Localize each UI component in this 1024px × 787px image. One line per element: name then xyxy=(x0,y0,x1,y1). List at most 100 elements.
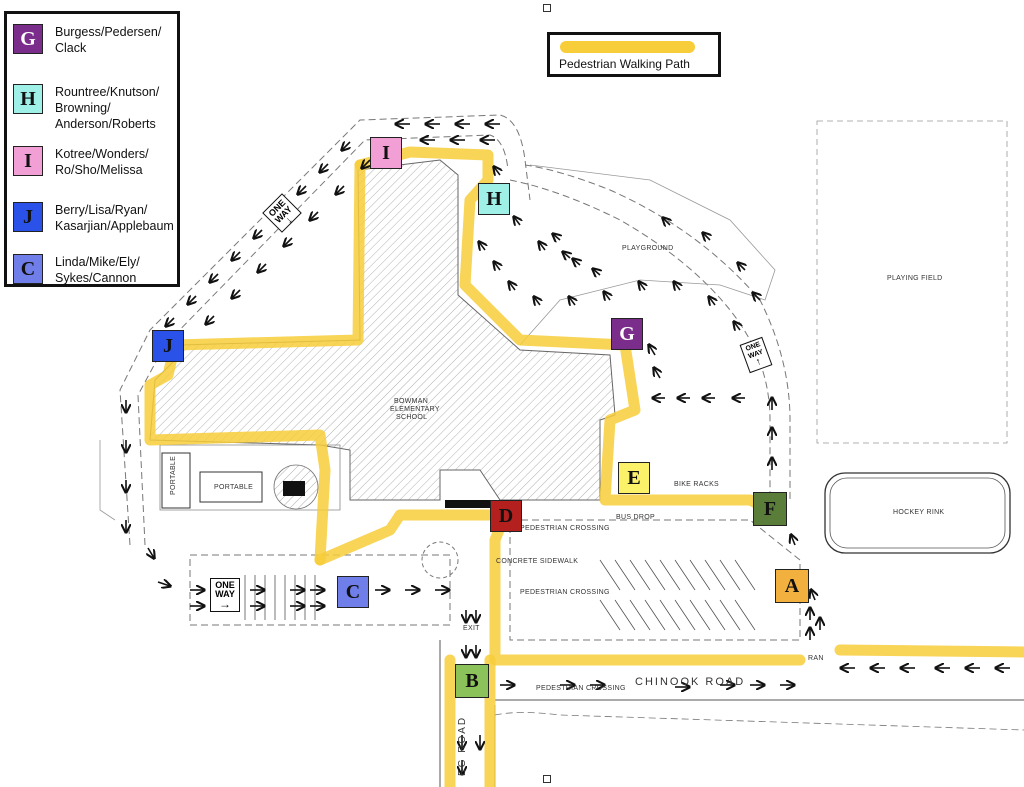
marker-c: C xyxy=(337,576,369,608)
legend-swatch-i: I xyxy=(13,146,43,176)
pedestrian-crossing-road-label: PEDESTRIAN CROSSING xyxy=(536,685,626,692)
direction-arrow xyxy=(604,292,610,300)
direction-arrow xyxy=(514,217,520,225)
path-legend-label: Pedestrian Walking Path xyxy=(559,57,690,71)
bike-racks-label: BIKE RACKS xyxy=(674,481,720,488)
direction-arrow xyxy=(336,186,344,194)
east-parking-lot xyxy=(509,519,801,641)
direction-arrow xyxy=(310,212,318,220)
direction-arrow xyxy=(734,322,740,330)
hockey-rink-label: HOCKEY RINK xyxy=(893,509,945,516)
direction-arrow xyxy=(258,264,266,272)
school-label-1: BOWMAN xyxy=(394,398,429,405)
one-way-sign-lot: ONE WAY → xyxy=(210,578,240,612)
direction-arrow xyxy=(674,282,680,290)
direction-arrow xyxy=(791,535,795,546)
pedestrian-crossing-upper-label: PEDESTRIAN CROSSING xyxy=(520,525,610,532)
entrance-label: RAN xyxy=(808,655,824,662)
direction-arrow xyxy=(703,233,710,240)
hockey-rink-boundary xyxy=(824,472,1011,554)
west-loop-road xyxy=(119,114,531,546)
page-anchor-top xyxy=(543,4,551,12)
direction-arrow xyxy=(166,318,174,326)
legend-label-j: Berry/Lisa/Ryan/ Kasarjian/Applebaum xyxy=(55,203,174,233)
marker-d: D xyxy=(490,500,522,532)
direction-arrow xyxy=(639,282,645,290)
traffic-arrows xyxy=(126,124,1010,774)
direction-arrow xyxy=(284,238,292,246)
playground-boundary xyxy=(519,164,776,346)
portable-horizontal xyxy=(199,471,263,503)
portable-horizontal-label: PORTABLE xyxy=(214,484,254,491)
direction-arrow xyxy=(569,297,575,305)
marker-i: I xyxy=(370,137,402,169)
direction-arrow xyxy=(494,262,500,270)
playing-field-boundary xyxy=(816,120,1008,444)
legend-label-i: Kotree/Wonders/ Ro/Sho/Melissa xyxy=(55,147,149,177)
direction-arrow xyxy=(509,282,515,290)
direction-arrow xyxy=(663,218,670,225)
vertical-road-label: EG ROAD xyxy=(457,715,468,776)
legend-item-c: C Linda/Mike/Ely/ Sykes/Cannon xyxy=(13,254,173,286)
page-anchor-bottom xyxy=(543,775,551,783)
direction-arrow xyxy=(206,316,214,324)
direction-arrow xyxy=(738,263,745,270)
legend-item-j: J Berry/Lisa/Ryan/ Kasarjian/Applebaum xyxy=(13,202,174,234)
exit-label: EXIT xyxy=(463,625,480,632)
direction-arrow xyxy=(573,259,580,265)
legend-label-h: Rountree/Knutson/ Browning/ Anderson/Rob… xyxy=(55,85,160,131)
marker-f: F xyxy=(753,492,787,526)
marker-a: A xyxy=(775,569,809,603)
direction-arrow xyxy=(362,160,370,168)
playground-label: PLAYGROUND xyxy=(622,245,674,252)
pedestrian-crossing-lower-label: PEDESTRIAN CROSSING xyxy=(520,589,610,596)
direction-arrow xyxy=(188,296,196,304)
marker-b: B xyxy=(455,664,489,698)
direction-arrow xyxy=(148,547,154,558)
direction-arrow xyxy=(539,242,545,250)
direction-arrow xyxy=(157,582,170,586)
direction-arrow xyxy=(254,230,262,238)
direction-arrow xyxy=(649,345,655,356)
chinook-road-label: CHINOOK ROAD xyxy=(635,676,746,688)
direction-arrow xyxy=(232,252,240,260)
school-label-2: ELEMENTARY xyxy=(390,406,440,413)
direction-arrow xyxy=(232,290,240,298)
legend-label-g: Burgess/Pedersen/ Clack xyxy=(55,25,162,55)
direction-arrow xyxy=(320,164,328,172)
direction-arrow xyxy=(654,368,660,379)
direction-arrow xyxy=(553,234,560,240)
legend-label-c: Linda/Mike/Ely/ Sykes/Cannon xyxy=(55,255,140,285)
direction-arrow xyxy=(479,242,485,250)
portable-vertical-label: PORTABLE xyxy=(170,455,177,495)
one-way-sign-lot-text: ONE WAY xyxy=(215,580,235,599)
direction-arrow xyxy=(811,590,815,601)
path-legend-swatch xyxy=(560,41,695,53)
direction-arrow xyxy=(494,167,500,175)
direction-arrow xyxy=(298,186,306,194)
legend-swatch-g: G xyxy=(13,24,43,54)
marker-j: J xyxy=(152,330,184,362)
direction-arrow xyxy=(342,142,350,150)
west-parking-stripes xyxy=(244,575,316,620)
direction-arrow xyxy=(709,297,715,305)
bus-drop-label: BUS DROP xyxy=(616,514,655,521)
marker-e: E xyxy=(618,462,650,494)
marker-g: G xyxy=(611,318,643,350)
legend-swatch-c: C xyxy=(13,254,43,284)
direction-arrow xyxy=(593,269,600,275)
playing-field-label: PLAYING FIELD xyxy=(887,275,943,282)
path-legend: Pedestrian Walking Path xyxy=(547,32,721,77)
sign-arrow-icon: → xyxy=(219,597,231,611)
legend-item-i: I Kotree/Wonders/ Ro/Sho/Melissa xyxy=(13,146,173,178)
direction-arrow xyxy=(210,274,218,282)
school-building xyxy=(149,159,616,501)
direction-arrow xyxy=(753,293,760,300)
direction-arrow xyxy=(563,252,570,258)
legend-swatch-j: J xyxy=(13,202,43,232)
east-loop-road xyxy=(524,164,791,500)
portable-vertical xyxy=(161,452,191,509)
